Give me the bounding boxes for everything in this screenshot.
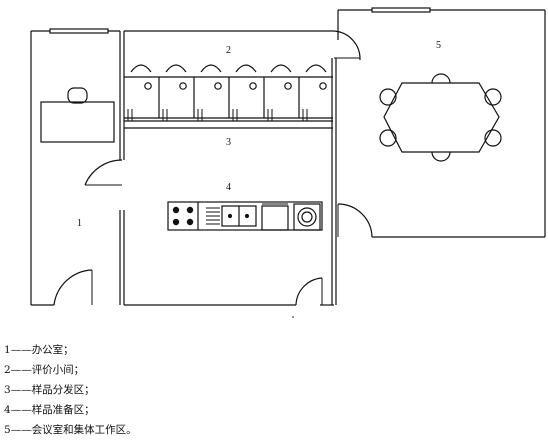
- legend-num: 4: [4, 404, 11, 416]
- room-label-1: 1: [77, 218, 82, 229]
- booth-chair: [305, 64, 327, 73]
- meeting-table: [383, 82, 500, 153]
- legend-item-1: 1——办公室；: [4, 340, 304, 360]
- central-block: [124, 30, 361, 306]
- booth-sink: [214, 82, 222, 90]
- legend-dash: ——: [10, 364, 32, 376]
- legend-num: 5: [4, 424, 11, 436]
- legend-text: 评价小间；: [31, 364, 85, 376]
- door-swing: [53, 269, 93, 306]
- wall-room1-central: [84, 31, 125, 305]
- window: [49, 28, 109, 34]
- chair: [431, 151, 451, 162]
- legend-item-4: 4——样品准备区；: [4, 400, 304, 420]
- legend-num: 2: [4, 364, 11, 376]
- legend: 1——办公室； 2——评价小间； 3——样品分发区； 4——样品准备区； 5——…: [4, 340, 304, 440]
- cooktop: [172, 202, 199, 230]
- door-swing: [84, 159, 123, 186]
- legend-text: 办公室；: [31, 344, 74, 356]
- legend-num: 3: [4, 384, 11, 396]
- room-label-4: 4: [226, 182, 231, 193]
- room-label-5: 5: [436, 40, 441, 51]
- room-label-3: 3: [226, 137, 231, 148]
- chair: [484, 88, 502, 106]
- legend-item-5: 5——会议室和集体工作区。: [4, 420, 304, 440]
- room-label-2: 2: [226, 45, 231, 56]
- chair: [379, 129, 397, 147]
- legend-text: 样品准备区；: [31, 404, 95, 416]
- legend-dash: ——: [10, 424, 32, 436]
- booth-sink: [179, 82, 187, 90]
- stray-mark: [292, 316, 294, 318]
- window: [371, 7, 431, 13]
- booth-sink: [319, 82, 327, 90]
- booth-chair: [200, 64, 222, 73]
- legend-text: 样品分发区；: [31, 384, 95, 396]
- office-desk: [40, 101, 115, 143]
- room-2-booths: [124, 64, 333, 129]
- floor-plan: 1 2 3 4 5: [30, 7, 546, 318]
- door-swing: [295, 277, 323, 306]
- door-swing: [337, 203, 373, 238]
- booth-sink: [144, 82, 152, 90]
- prep-counter: [167, 201, 323, 231]
- chair: [484, 129, 502, 147]
- legend-item-3: 3——样品分发区；: [4, 380, 304, 400]
- drain-board: [206, 207, 220, 225]
- booth-chair: [130, 64, 152, 73]
- legend-dash: ——: [10, 404, 32, 416]
- booth-chair: [165, 64, 187, 73]
- booth-chair: [270, 64, 292, 73]
- legend-item-2: 2——评价小间；: [4, 360, 304, 380]
- legend-text: 会议室和集体工作区。: [31, 424, 137, 436]
- booth-sink: [249, 82, 257, 90]
- fridge: [261, 205, 289, 231]
- legend-dash: ——: [10, 384, 32, 396]
- washer: [293, 203, 321, 231]
- booth-chair: [235, 64, 257, 73]
- room-4-prep: [167, 201, 323, 231]
- legend-num: 1: [4, 344, 11, 356]
- room-5-meeting: [337, 7, 546, 238]
- legend-dash: ——: [10, 344, 32, 356]
- double-sink: [221, 205, 257, 227]
- room-1-office: [30, 28, 120, 306]
- chair: [431, 73, 451, 84]
- booth-sink: [284, 82, 292, 90]
- office-chair: [67, 87, 88, 104]
- chair: [379, 88, 397, 106]
